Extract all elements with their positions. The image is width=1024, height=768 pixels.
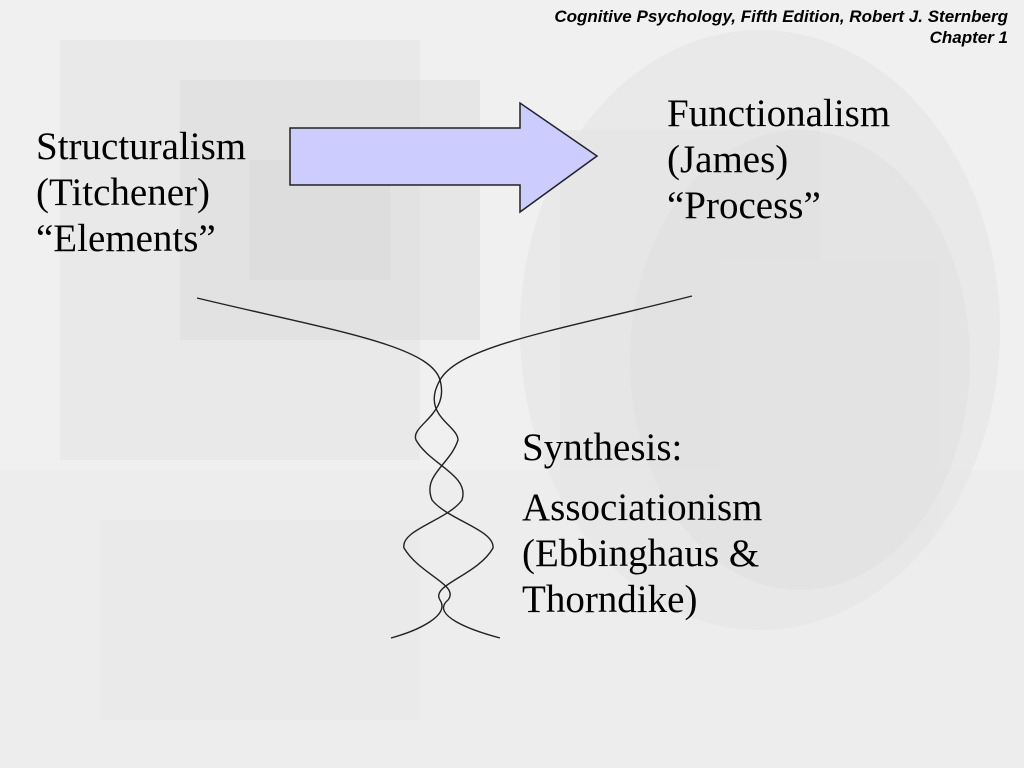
functionalism-block: Functionalism (James) “Process” xyxy=(667,91,890,229)
synthesis-line-1: Associationism xyxy=(522,486,763,529)
synthesis-block: Synthesis: Associationism (Ebbinghaus & … xyxy=(522,425,763,623)
synthesis-gap xyxy=(522,471,763,485)
functionalism-name: Functionalism xyxy=(667,92,891,135)
structuralism-person: (Titchener) xyxy=(36,171,211,214)
slide-header: Cognitive Psychology, Fifth Edition, Rob… xyxy=(554,6,1008,48)
chapter-label: Chapter 1 xyxy=(929,28,1008,47)
synthesis-line-3: Thorndike) xyxy=(522,578,698,621)
book-title: Cognitive Psychology, Fifth Edition, Rob… xyxy=(554,7,1008,26)
synthesis-line-2: (Ebbinghaus & xyxy=(522,532,760,575)
structuralism-name: Structuralism xyxy=(36,125,247,168)
structuralism-focus: “Elements” xyxy=(36,217,216,260)
strand-left xyxy=(196,297,501,639)
strand-right xyxy=(390,295,693,639)
transition-arrow xyxy=(289,101,599,214)
functionalism-person: (James) xyxy=(667,138,789,181)
functionalism-focus: “Process” xyxy=(667,184,821,227)
synthesis-label: Synthesis: xyxy=(522,426,683,469)
structuralism-block: Structuralism (Titchener) “Elements” xyxy=(36,124,246,262)
